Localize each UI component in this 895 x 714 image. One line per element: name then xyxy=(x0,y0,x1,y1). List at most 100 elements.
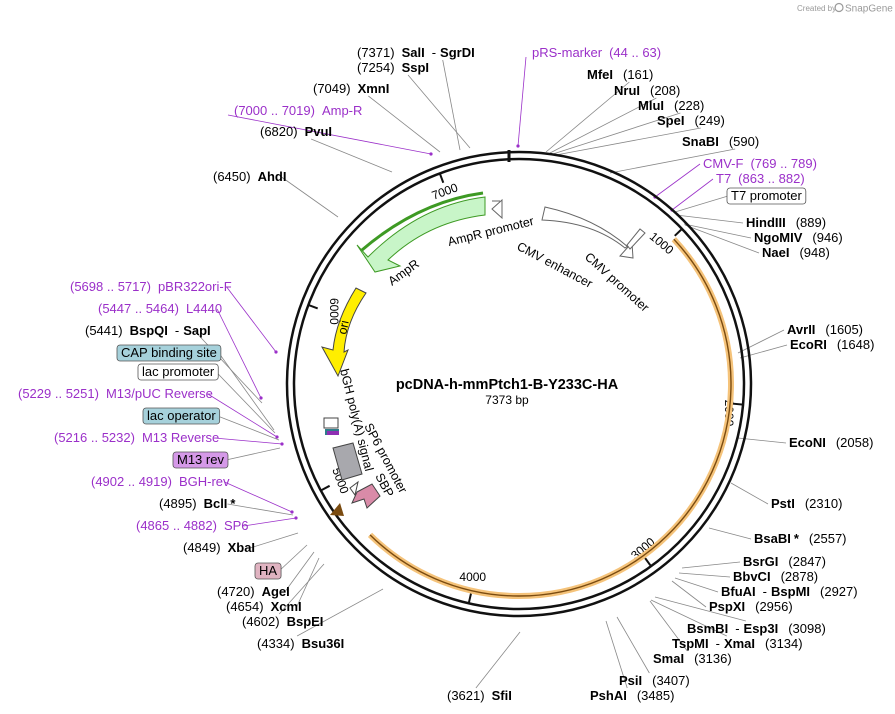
text-span: (2310) xyxy=(805,496,843,511)
text-span: (3621) xyxy=(447,688,485,703)
enzyme-label-bcli[interactable]: (4895)BclI* xyxy=(159,496,236,511)
primer-label-m13-puc-reverse[interactable]: (5229 .. 5251)M13/pUC Reverse xyxy=(18,386,213,401)
enzyme-label-tspmi[interactable]: TspMI-XmaI(3134) xyxy=(672,636,803,651)
enzyme-label-naei[interactable]: NaeI(948) xyxy=(762,245,830,260)
enzyme-label-sspi[interactable]: (7254)SspI xyxy=(357,60,429,75)
text-span: T7 xyxy=(716,171,731,186)
feature-box-lac-operator[interactable] xyxy=(142,407,221,425)
enzyme-label-ngomiv[interactable]: NgoMIV(946) xyxy=(754,230,843,245)
enzyme-label-xmni[interactable]: (7049)XmnI xyxy=(313,81,389,96)
ampr-feature[interactable] xyxy=(356,196,486,273)
enzyme-label-bbvci[interactable]: BbvCI(2878) xyxy=(733,569,818,584)
leader-line-bgh-rev xyxy=(224,481,293,513)
enzyme-label-bspqi[interactable]: (5441)BspQI-SapI xyxy=(85,323,211,338)
enzyme-label-psti[interactable]: PstI(2310) xyxy=(771,496,842,511)
enzyme-label-xcmi[interactable]: (4654)XcmI xyxy=(226,599,302,614)
tick-label-6000: 6000 xyxy=(327,298,341,325)
text-span: (3098) xyxy=(788,621,826,636)
enzyme-label-pvui[interactable]: (6820)PvuI xyxy=(260,124,332,139)
plasmid-name: pcDNA-h-mmPtch1-B-Y233C-HA xyxy=(396,377,619,393)
feature-box-label-cap-binding-site[interactable]: CAP binding site xyxy=(121,345,217,360)
primer-label-bgh-rev[interactable]: (4902 .. 4919)BGH-rev xyxy=(91,474,230,489)
enzyme-label-pshai[interactable]: PshAI(3485) xyxy=(590,688,674,703)
enzyme-label-xbai[interactable]: (4849)XbaI xyxy=(183,540,255,555)
text-span: (6450) xyxy=(213,169,251,184)
primer-label-amp-r[interactable]: (7000 .. 7019)Amp-R xyxy=(234,103,362,118)
feature-box-label-lac-operator[interactable]: lac operator xyxy=(147,408,216,423)
text-span: * xyxy=(230,496,236,511)
enzyme-label-snabi[interactable]: SnaBI(590) xyxy=(682,134,759,149)
enzyme-label-bfuai[interactable]: BfuAI-BspMI(2927) xyxy=(721,584,858,599)
primer-label-m13-reverse[interactable]: (5216 .. 5232)M13 Reverse xyxy=(54,430,219,445)
m13-rev-feature[interactable] xyxy=(327,431,339,435)
feature-box-label-m13-rev[interactable]: M13 rev xyxy=(177,452,224,467)
feature-box-m13-rev[interactable] xyxy=(172,451,229,469)
leader-line-sfii xyxy=(475,631,521,689)
text-span: SspI xyxy=(402,60,429,75)
cmv-enhancer-label: CMV enhancer xyxy=(515,239,595,291)
enzyme-label-bsabi[interactable]: BsaBI*(2557) xyxy=(754,531,847,546)
enzyme-label-mlui[interactable]: MluI(228) xyxy=(638,98,704,113)
text-span: (5447 .. 5464) xyxy=(98,301,179,316)
lac-operator-feature[interactable] xyxy=(323,417,339,429)
enzyme-label-pspxi[interactable]: PspXI(2956) xyxy=(709,599,793,614)
enzyme-label-sfii[interactable]: (3621)SfiI xyxy=(447,688,512,703)
feature-box-label-lac-promoter[interactable]: lac promoter xyxy=(142,364,215,379)
enzyme-label-spei[interactable]: SpeI(249) xyxy=(657,113,725,128)
enzyme-label-bspei[interactable]: (4602)BspEI xyxy=(242,614,323,629)
feature-box-label-t7-promoter[interactable]: T7 promoter xyxy=(731,188,802,203)
primer-label-l4440[interactable]: (5447 .. 5464)L4440 xyxy=(98,301,222,316)
sp6-promoter-feature[interactable] xyxy=(349,480,359,497)
enzyme-label-smai[interactable]: SmaI(3136) xyxy=(653,651,732,666)
enzyme-label-ahdi[interactable]: (6450)AhdI xyxy=(213,169,286,184)
text-span: SalI xyxy=(402,45,425,60)
enzyme-label-ecori[interactable]: EcoRI(1648) xyxy=(790,337,874,352)
enzyme-label-avrii[interactable]: AvrII(1605) xyxy=(787,322,863,337)
enzyme-label-psii[interactable]: PsiI(3407) xyxy=(619,673,690,688)
tick-mark-6000 xyxy=(307,304,319,310)
enzyme-label-nrui[interactable]: NruI(208) xyxy=(614,83,680,98)
enzyme-label-agei[interactable]: (4720)AgeI xyxy=(217,584,290,599)
tick-mark-5000 xyxy=(320,484,331,492)
text-span: Esp3I xyxy=(744,621,779,636)
primer-site-mark-l4440 xyxy=(259,396,263,400)
text-span: BspEI xyxy=(287,614,324,629)
ori-label: ori xyxy=(335,319,352,336)
feature-box-lac-promoter[interactable] xyxy=(137,363,219,381)
enzyme-label-bsrgi[interactable]: BsrGI(2847) xyxy=(743,554,826,569)
primer-label-sp6[interactable]: (4865 .. 4882)SP6 xyxy=(136,518,249,533)
leader-line-m13-puc-reverse xyxy=(207,393,278,438)
cmv-promoter-feature[interactable] xyxy=(626,228,646,250)
tick-mark-2000 xyxy=(733,402,744,406)
leader-line-bsu36i xyxy=(296,588,384,637)
text-span: (228) xyxy=(674,98,704,113)
text-span: * xyxy=(794,531,800,546)
enzyme-label-hindiii[interactable]: HindIII(889) xyxy=(746,215,826,230)
feature-box-label-ha[interactable]: HA xyxy=(259,563,277,578)
primer-site-mark-bgh-rev xyxy=(290,510,294,514)
enzyme-label-mfei[interactable]: MfeI(161) xyxy=(587,67,653,82)
cmv-enhancer-feature[interactable] xyxy=(541,206,634,259)
enzyme-label-bsu36i[interactable]: (4334)Bsu36I xyxy=(257,636,344,651)
primer-label-prs-marker[interactable]: pRS-marker(44 .. 63) xyxy=(532,45,661,60)
text-span: (4902 .. 4919) xyxy=(91,474,172,489)
ori-feature[interactable] xyxy=(320,287,367,378)
feature-box-ha[interactable] xyxy=(254,562,282,580)
enzyme-label-bsmbi[interactable]: BsmBI-Esp3I(3098) xyxy=(687,621,826,636)
text-span: (208) xyxy=(650,83,680,98)
primer-label-t7[interactable]: T7(863 .. 882) xyxy=(716,171,805,186)
orf-arc[interactable] xyxy=(367,237,734,599)
primer-label-pbr322ori-f[interactable]: (5698 .. 5717)pBR322ori-F xyxy=(70,279,232,294)
text-span: SpeI xyxy=(657,113,684,128)
feature-box-t7-promoter[interactable] xyxy=(726,187,807,205)
primer-label-cmv-f[interactable]: CMV-F(769 .. 789) xyxy=(703,156,817,171)
bgh-polya-feature[interactable] xyxy=(332,442,363,481)
sbp-feature[interactable] xyxy=(351,483,381,509)
feature-box-cap-binding-site[interactable] xyxy=(116,344,222,362)
text-span: (7371) xyxy=(357,45,395,60)
enzyme-label-econi[interactable]: EcoNI(2058) xyxy=(789,435,873,450)
enzyme-label-sali[interactable]: (7371)SalI-SgrDI xyxy=(357,45,475,60)
ampr-promoter-arrow[interactable] xyxy=(491,198,503,220)
text-span: BsmBI xyxy=(687,621,728,636)
